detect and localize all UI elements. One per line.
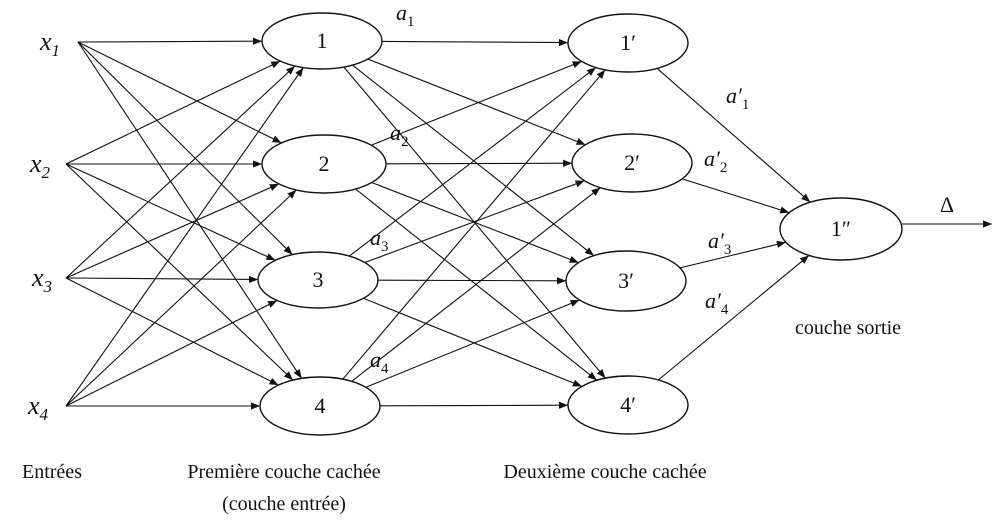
caption-inputs: Entrées	[22, 461, 82, 483]
neuron-layer1-2	[261, 134, 387, 194]
edge-x1-to-node2	[77, 41, 282, 144]
edge-x1-to-node1	[77, 37, 263, 45]
node-label-1: 1	[317, 28, 328, 53]
caption-output: couche sortie	[795, 317, 901, 339]
input-label-x1: x1	[39, 27, 60, 60]
output-arrow-label: Δ	[940, 192, 954, 217]
edge-x4-to-node2	[65, 189, 297, 407]
neuron-output	[779, 197, 903, 261]
edge-node3-to-node4-prime	[363, 297, 583, 387]
neuron-layer1-3	[257, 251, 379, 309]
edge-x1-to-node3	[77, 41, 293, 256]
edge-x3-to-node4	[65, 277, 279, 386]
input-label-x3: x3	[31, 263, 52, 296]
edge-x2-to-node1	[65, 60, 281, 165]
node-label-output: 1″	[831, 216, 851, 241]
node-label-3-prime: 3′	[618, 268, 634, 293]
neuron-layer2-3	[565, 250, 687, 312]
activation-label-a1-prime: a′1	[726, 83, 749, 113]
caption-layer1-line2: (couche entrée)	[222, 493, 346, 515]
activation-label-a4: a4	[370, 347, 389, 377]
edge-node2-to-node2-prime	[385, 159, 573, 167]
edge-node1-prime-to-output	[656, 67, 811, 203]
activation-label-a2: a2	[390, 120, 409, 150]
node-label-2: 2	[319, 151, 330, 176]
activation-label-a1: a1	[396, 0, 415, 30]
connections	[65, 37, 992, 410]
node-label-1-prime: 1′	[620, 30, 636, 55]
caption-layer2: Deuxième couche cachée	[503, 461, 706, 483]
edge-node3-to-node1-prime	[348, 67, 597, 257]
edge-node3-to-node3-prime	[377, 277, 567, 285]
edge-x4-to-node3	[65, 300, 278, 407]
node-label-4: 4	[315, 393, 326, 418]
edge-node4-to-node3-prime	[365, 299, 580, 388]
neuron-layer1-1	[261, 12, 383, 70]
input-label-x2: x2	[29, 149, 51, 182]
edge-x2-to-node4	[65, 163, 294, 381]
edge-x3-to-node1	[65, 65, 296, 279]
neuron-layer2-1	[567, 13, 689, 73]
edge-node1-to-node1-prime	[381, 38, 569, 47]
node-label-4-prime: 4′	[620, 392, 636, 417]
caption-layer1-line1: Première couche cachée	[187, 461, 380, 483]
edge-x4-to-node1	[65, 67, 304, 407]
neuron-layer2-4	[567, 375, 689, 435]
edge-node4-to-node1-prime	[342, 69, 606, 380]
input-label-x4: x4	[27, 391, 49, 424]
edge-node2-prime-to-output	[682, 178, 790, 214]
edge-node4-to-node4-prime	[379, 401, 569, 409]
edge-x1-to-node4	[77, 41, 303, 379]
edge-node3-to-node2-prime	[364, 180, 585, 264]
edge-node3-prime-to-output	[679, 240, 787, 269]
node-label-3: 3	[313, 267, 324, 292]
neurons	[257, 12, 903, 436]
edge-node4-prime-to-output	[657, 254, 810, 381]
edge-node2-to-node1-prime	[370, 60, 582, 146]
activation-label-a3: a3	[370, 225, 389, 255]
edge-x3-to-node2	[65, 183, 280, 279]
activation-label-a4-prime: a′4	[705, 288, 729, 318]
neuron-layer1-4	[259, 376, 381, 436]
edge-x2-to-node3	[65, 163, 276, 261]
neuron-layer2-2	[571, 133, 693, 193]
activation-label-a2-prime: a′2	[704, 146, 727, 176]
activation-label-a3-prime: a′3	[708, 228, 731, 258]
node-label-2-prime: 2′	[624, 150, 640, 175]
edge-node1-to-node3-prime	[352, 64, 595, 257]
edge-node1-to-node2-prime	[367, 58, 586, 146]
edge-node4-to-node2-prime	[351, 187, 601, 382]
edge-x3-to-node3	[65, 275, 259, 284]
